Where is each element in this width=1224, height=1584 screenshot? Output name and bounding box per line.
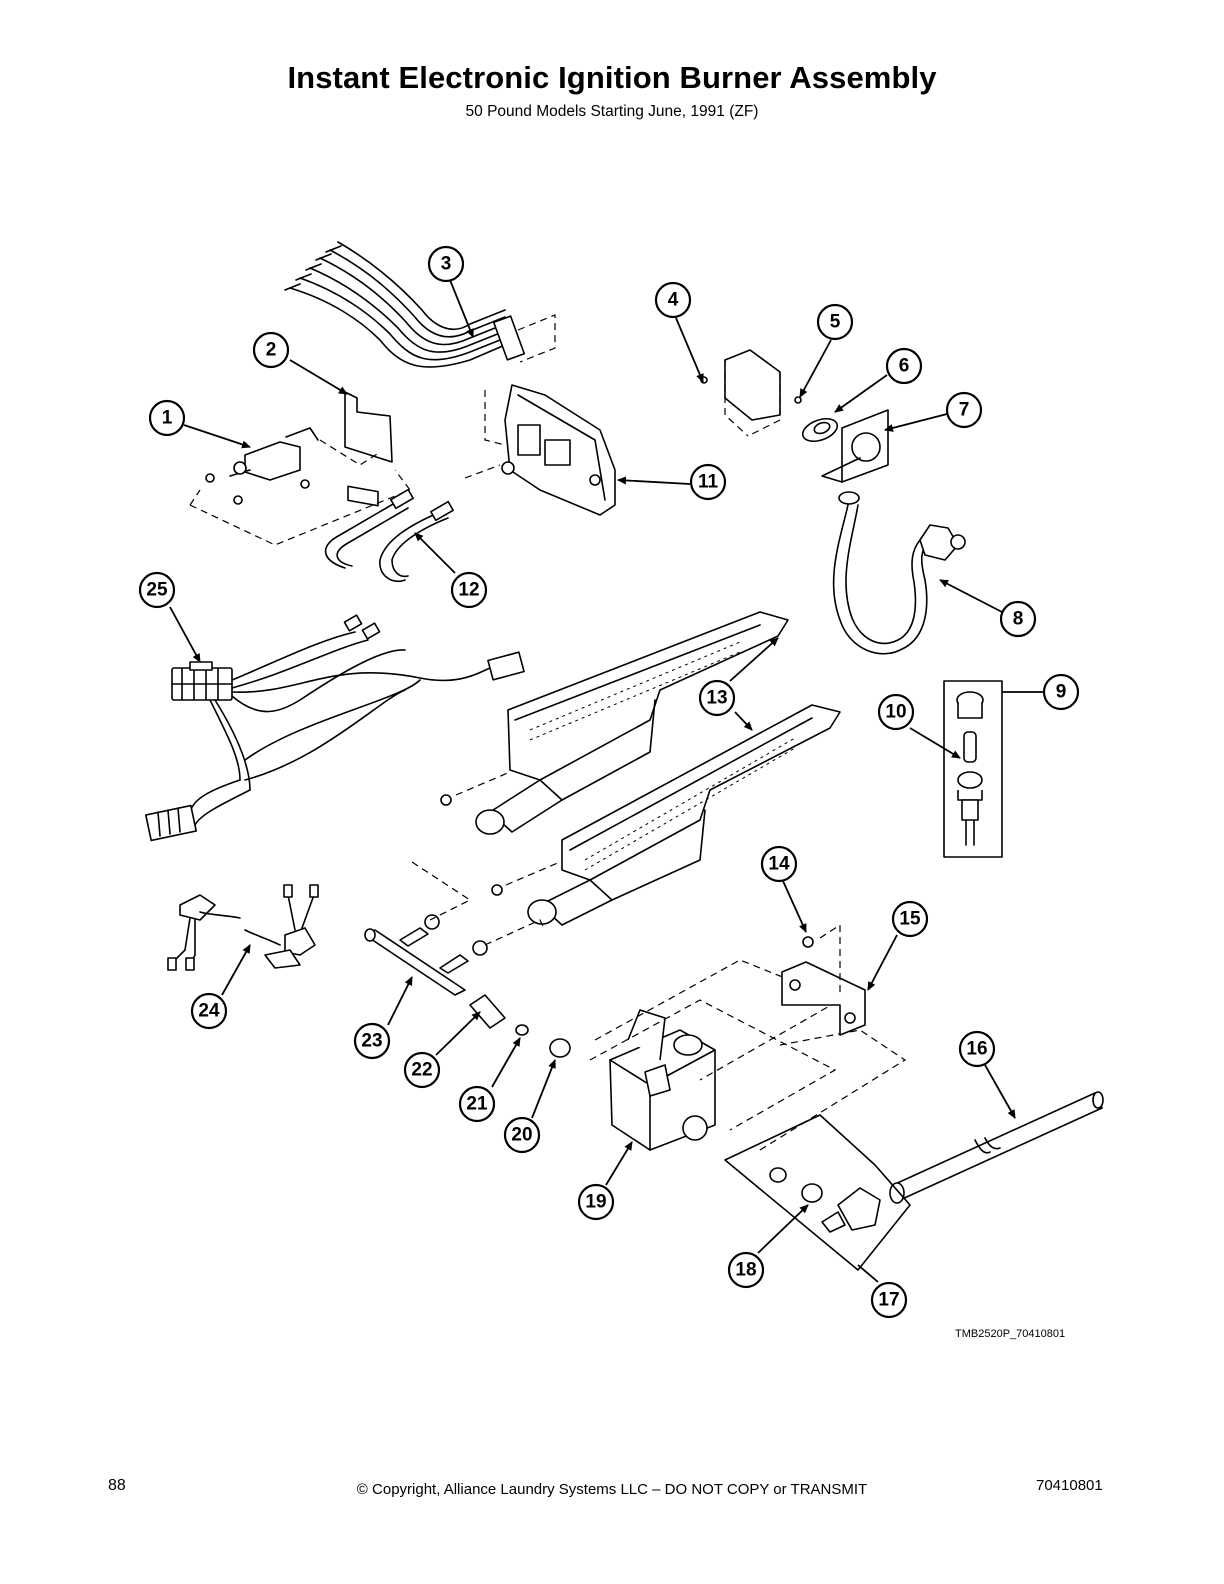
callout-1: 1 bbox=[148, 399, 186, 437]
svg-text:19: 19 bbox=[585, 1192, 606, 1213]
callout-5: 5 bbox=[816, 303, 854, 341]
callout-13: 13 bbox=[698, 679, 736, 717]
callout-6: 6 bbox=[885, 347, 923, 385]
svg-text:25: 25 bbox=[146, 580, 168, 601]
svg-text:11: 11 bbox=[698, 472, 719, 493]
callout-3: 3 bbox=[427, 245, 465, 283]
svg-text:21: 21 bbox=[466, 1094, 488, 1115]
callout-10: 10 bbox=[877, 693, 915, 731]
svg-text:3: 3 bbox=[441, 254, 452, 275]
callout-8: 8 bbox=[999, 600, 1037, 638]
page-title: Instant Electronic Ignition Burner Assem… bbox=[287, 60, 937, 95]
page-subtitle: 50 Pound Models Starting June, 1991 (ZF) bbox=[465, 103, 759, 120]
part-13-burner-tubes bbox=[440, 611, 841, 926]
part-11-ignition-control bbox=[464, 384, 616, 516]
svg-text:1: 1 bbox=[162, 408, 173, 429]
callout-11: 11 bbox=[689, 463, 727, 501]
svg-text:5: 5 bbox=[830, 312, 841, 333]
svg-text:6: 6 bbox=[899, 356, 910, 377]
part-25-wiring-harness bbox=[144, 614, 525, 842]
callout-18: 18 bbox=[727, 1251, 765, 1289]
callout-24: 24 bbox=[190, 992, 228, 1030]
svg-text:12: 12 bbox=[458, 580, 479, 601]
callout-9: 9 bbox=[1042, 673, 1080, 711]
svg-text:22: 22 bbox=[411, 1060, 432, 1081]
callout-7: 7 bbox=[945, 391, 983, 429]
page-number: 88 bbox=[108, 1477, 126, 1494]
svg-text:23: 23 bbox=[361, 1031, 382, 1052]
svg-text:4: 4 bbox=[668, 290, 679, 311]
part-20-23-manifold bbox=[364, 861, 571, 1058]
leader-lines bbox=[169, 279, 1044, 1283]
part-17-18-inlet-kit bbox=[724, 1114, 911, 1271]
callout-19: 19 bbox=[577, 1183, 615, 1221]
svg-text:9: 9 bbox=[1056, 682, 1067, 703]
part-12-igniter-cable bbox=[324, 488, 454, 582]
callout-20: 20 bbox=[503, 1116, 541, 1154]
callout-22: 22 bbox=[403, 1051, 441, 1089]
svg-text:20: 20 bbox=[511, 1125, 532, 1146]
svg-text:10: 10 bbox=[885, 702, 906, 723]
svg-text:13: 13 bbox=[706, 688, 727, 709]
part-16-gas-pipe bbox=[889, 1091, 1104, 1204]
callout-16: 16 bbox=[958, 1030, 996, 1068]
callout-4: 4 bbox=[654, 281, 692, 319]
svg-text:17: 17 bbox=[878, 1290, 899, 1311]
svg-text:24: 24 bbox=[198, 1001, 220, 1022]
document-number: 70410801 bbox=[1036, 1477, 1103, 1494]
figure-reference-code: TMB2520P_70410801 bbox=[955, 1328, 1066, 1340]
callout-25: 25 bbox=[138, 571, 176, 609]
svg-text:18: 18 bbox=[735, 1260, 756, 1281]
part-1-2-igniter-bracket bbox=[189, 391, 411, 546]
callout-2: 2 bbox=[252, 331, 290, 369]
part-14-15-valve-bracket bbox=[781, 923, 866, 1036]
svg-text:14: 14 bbox=[768, 854, 790, 875]
svg-text:8: 8 bbox=[1013, 609, 1024, 630]
svg-text:16: 16 bbox=[966, 1039, 987, 1060]
callout-23: 23 bbox=[353, 1022, 391, 1060]
callout-21: 21 bbox=[458, 1085, 496, 1123]
callout-15: 15 bbox=[891, 900, 929, 938]
part-9-10-fuse-holder bbox=[943, 680, 1003, 858]
part-24-sensor-wire bbox=[167, 884, 319, 971]
callout-12: 12 bbox=[450, 571, 488, 609]
callout-17: 17 bbox=[870, 1281, 908, 1319]
copyright-notice: © Copyright, Alliance Laundry Systems LL… bbox=[356, 1481, 868, 1498]
part-3-wire-ribbon bbox=[284, 241, 556, 368]
part-8-flex-conduit bbox=[832, 491, 966, 655]
svg-text:7: 7 bbox=[959, 400, 970, 421]
callout-14: 14 bbox=[760, 845, 798, 883]
part-4-7-sensor-bracket bbox=[700, 349, 889, 483]
svg-text:15: 15 bbox=[899, 909, 921, 930]
svg-text:2: 2 bbox=[266, 340, 277, 361]
